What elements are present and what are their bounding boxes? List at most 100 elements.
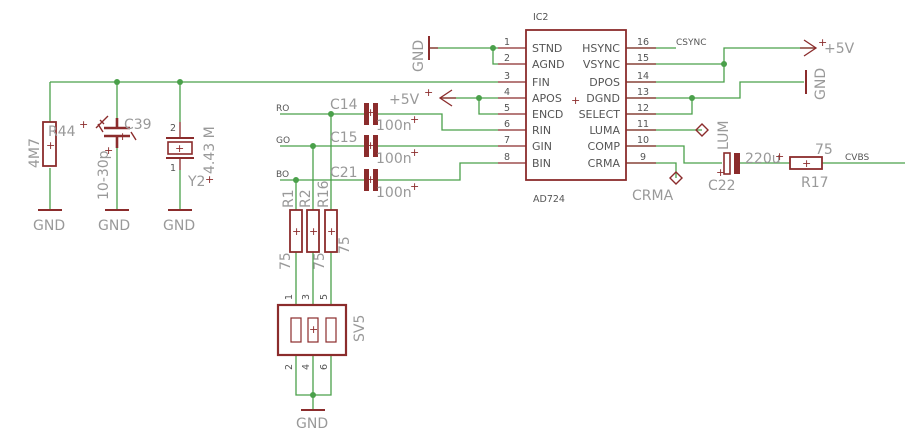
plus5v-origin-left: + [424,86,433,99]
c21-capacitor: C21 100n + + [330,165,419,201]
gnd-r44-symbol: GND [33,209,65,234]
c15-origin-mark: + [366,139,375,152]
go-label: GO [276,136,290,146]
r44-resistor: + R44 4M7 + [27,118,88,168]
c21-origin-mark: + [366,173,375,186]
ic-pin-num: 16 [637,37,649,48]
y2-origin-mark: + [175,142,184,155]
c14-origin-mark: + [366,106,375,119]
r44-origin-mark: + [46,139,55,152]
ic-pin-label: SELECT [579,108,621,121]
ic-pin-label: HSYNC [582,42,620,55]
r44-name-mark: + [79,118,88,131]
ic-pin-label: GIN [532,140,552,153]
sv5-pin: 3 [301,294,312,300]
gnd-sv5-label: GND [296,416,328,432]
c14-value-mark: + [410,113,419,126]
c15-capacitor: C15 100n + + [330,130,419,167]
crma-label: CRMA [632,188,674,204]
ic-pin-num: 7 [504,135,510,146]
c14-name: C14 [330,97,358,113]
ic-pin-label: LUMA [589,124,620,137]
ic2-name: IC2 [533,12,548,23]
ic-pin-label: VSYNC [583,58,620,71]
r16-origin-mark: + [327,225,336,238]
sv5-name: SV5 [352,315,368,342]
gnd-c39-label: GND [98,218,130,234]
ic-pin-num: 13 [637,87,649,98]
c39-value: 10-30p [96,150,112,200]
ic2-symbol: IC2 AD724 + 1 2 3 4 5 6 7 8 STND AGND FI… [498,12,656,205]
r17-origin-mark: + [802,157,811,170]
sv5-pin: 5 [319,294,330,300]
r17-value: 75 [815,142,833,158]
c15-value-mark: + [410,146,419,159]
sv5-origin-mark: + [309,323,318,336]
y2-crystal: 2 1 + 4.43 M Y2 + [166,122,218,190]
ic-pin-num: 14 [637,71,649,82]
r17-resistor: + 75 R17 [789,142,833,191]
r16-name: R16 [316,180,332,208]
ic-pin-label: AGND [532,58,565,71]
r1-resistor: + R1 75 [278,189,303,270]
plus5v-label-left: +5V [389,92,420,108]
ro-label: RO [276,104,289,114]
gnd-y2-label: GND [163,218,195,234]
gnd-y2-symbol: GND [163,209,195,234]
y2-name: Y2 [187,174,205,190]
gnd-c39-symbol: GND [98,209,130,234]
ic-pin-label: CRMA [588,157,621,170]
sv5-pin: 2 [284,364,295,370]
plus5v-symbol-left: +5V + [389,86,456,108]
c21-name: C21 [330,165,358,181]
gnd-right-label: GND [813,68,829,100]
c39-name: C39 [124,117,152,133]
csync-label: CSYNC [676,38,707,48]
rgb-input-nets: RO GO BO [276,104,290,180]
r2-resistor: + R2 75 [298,189,328,270]
bo-label: BO [276,170,289,180]
ic-pin-num: 2 [504,53,510,64]
c22-name: C22 [708,178,736,194]
r44-value: 4M7 [27,138,43,168]
r1-value: 75 [278,252,294,270]
sv5-header: + SV5 1 3 5 2 4 6 [276,294,368,370]
luma-terminal: LUM [695,121,732,150]
ic-pin-label: ENCD [532,108,563,121]
plus5v-origin-right: + [818,36,827,49]
c39-name-mark: + [118,130,127,143]
r2-origin-mark: + [309,225,318,238]
r1-origin-mark: + [292,225,301,238]
r16-value: 75 [337,236,353,254]
ic-pin-num: 10 [637,135,649,146]
ic-pin-num: 4 [504,87,510,98]
ic-pin-label: DGND [586,92,620,105]
c14-capacitor: C14 100n + + [330,97,419,134]
r17-name: R17 [801,175,829,191]
y2-value: 4.43 M [202,126,218,174]
c22-value: 220u [745,151,781,167]
ic-pin-num: 5 [504,103,510,114]
cvbs-label: CVBS [845,153,869,163]
ic-pin-num: 15 [637,53,649,64]
gnd-top-symbol: GND [411,36,438,72]
ic2-origin-mark: + [571,94,580,107]
r44-name: R44 [48,124,76,140]
y2-pin1: 1 [170,163,176,174]
r2-value: 75 [312,252,328,270]
ic-pin-label: RIN [532,124,551,137]
c21-value-mark: + [410,180,419,193]
plus5v-label-right: +5V [824,41,855,57]
c39-trimmer-capacitor: + C39 10-30p + [95,115,152,200]
ic-pin-num: 3 [504,71,510,82]
cvbs-net: CVBS [845,153,869,163]
ic-pin-num: 12 [637,103,649,114]
r16-resistor: + R16 75 [316,180,353,254]
ic-pin-label: BIN [532,157,551,170]
c21-value: 100n [376,185,412,201]
luma-label: LUM [716,121,732,150]
ic-pin-label: DPOS [589,76,620,89]
c22-capacitor: + C22 220u + [708,150,784,194]
ic2-part: AD724 [533,194,565,205]
sv5-pin: 4 [301,364,312,370]
